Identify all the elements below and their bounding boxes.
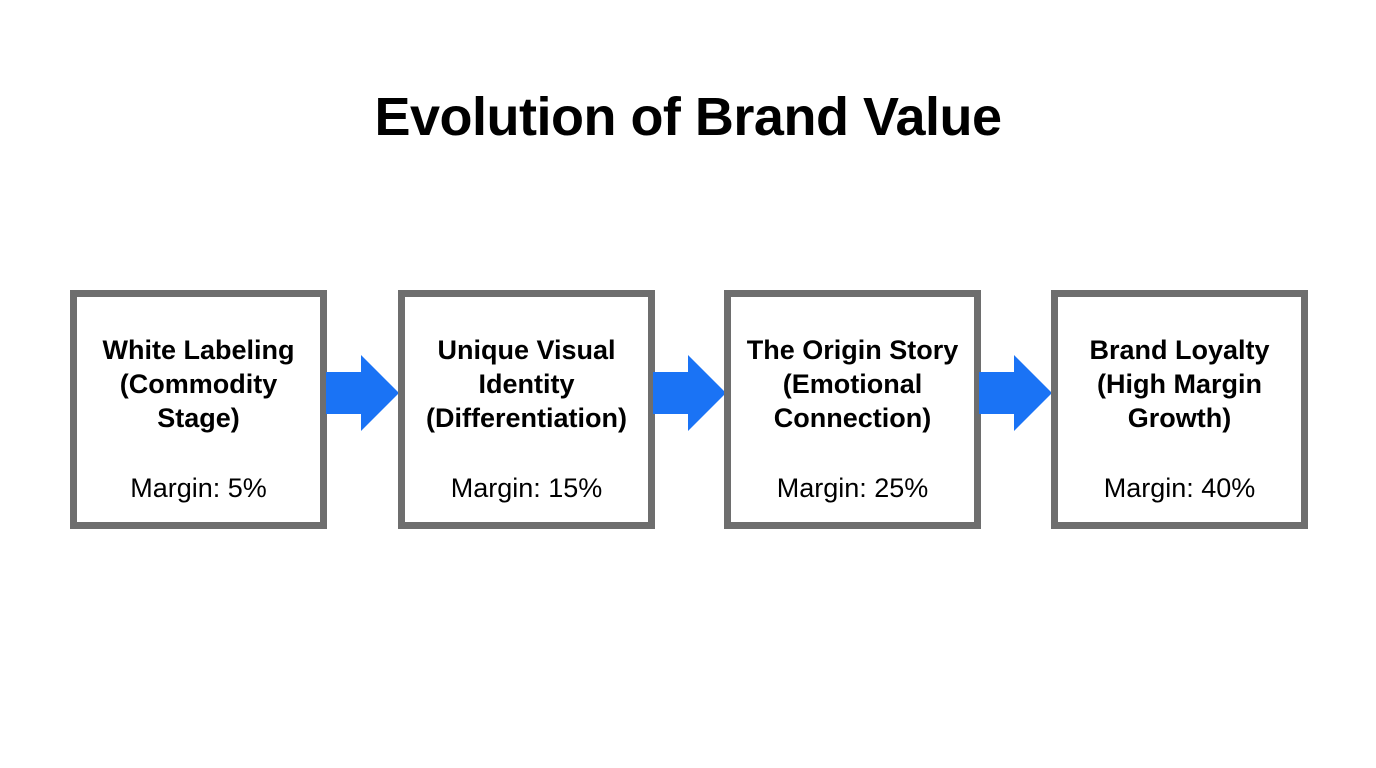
stage-heading: White Labeling (Commodity Stage): [77, 333, 320, 435]
stage-heading-line: Stage): [157, 403, 240, 433]
stage-box-brand-loyalty: Brand Loyalty (High Margin Growth) Margi…: [1051, 290, 1308, 529]
stage-box-white-labeling: White Labeling (Commodity Stage) Margin:…: [70, 290, 327, 529]
stage-heading-line: (Differentiation): [426, 403, 627, 433]
stage-margin: Margin: 40%: [1103, 473, 1256, 503]
stage-margin: Margin: 15%: [450, 473, 603, 503]
stage-heading-line: White Labeling: [102, 335, 295, 365]
stage-heading-line: Unique Visual: [437, 335, 616, 365]
stage-heading: Unique Visual Identity (Differentiation): [405, 333, 648, 435]
stage-heading-line: Growth): [1127, 403, 1232, 433]
stage-heading-line: Connection): [773, 403, 932, 433]
stage-heading: Brand Loyalty (High Margin Growth): [1058, 333, 1301, 435]
stage-margin: Margin: 25%: [776, 473, 929, 503]
stage-heading-line: (Commodity: [119, 369, 278, 399]
stage-box-unique-visual-identity: Unique Visual Identity (Differentiation)…: [398, 290, 655, 529]
stage-heading-line: (Emotional: [782, 369, 923, 399]
diagram-title: Evolution of Brand Value: [374, 87, 1002, 147]
stage-heading-line: Brand Loyalty: [1089, 335, 1270, 365]
stage-margin: Margin: 5%: [130, 473, 267, 503]
stage-heading: The Origin Story (Emotional Connection): [731, 333, 974, 435]
right-arrow-icon: [653, 355, 726, 431]
stage-heading-line: Identity: [478, 369, 575, 399]
right-arrow-icon: [979, 355, 1052, 431]
right-arrow-icon: [326, 355, 399, 431]
stage-heading-line: (High Margin: [1097, 369, 1262, 399]
stage-heading-line: The Origin Story: [746, 335, 959, 365]
stage-box-origin-story: The Origin Story (Emotional Connection) …: [724, 290, 981, 529]
